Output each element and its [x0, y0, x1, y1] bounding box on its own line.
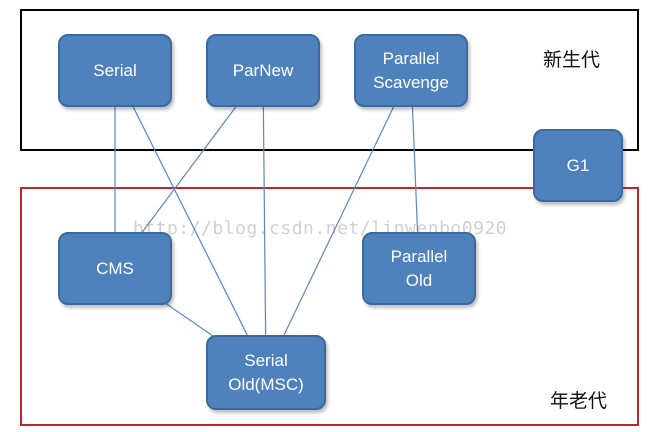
serial-old-label: Serial Old(MSC) [228, 350, 304, 394]
cms-label: CMS [96, 258, 134, 278]
parnew-label: ParNew [232, 60, 294, 80]
serial-node: Serial [58, 34, 172, 107]
serial-label: Serial [93, 60, 137, 80]
young-generation-label: 新生代 [543, 49, 601, 71]
old-generation-region [20, 187, 639, 426]
connector-parnew-serial_old [262, 70, 267, 373]
parallel-scavenge-label: Parallel Scavenge [373, 48, 449, 92]
parallel-scavenge-node: Parallel Scavenge [354, 34, 468, 107]
g1-node: G1 [533, 129, 623, 202]
parallel-old-label: Parallel Old [390, 246, 448, 290]
parnew-node: ParNew [206, 34, 320, 107]
young-generation-region [20, 9, 639, 151]
old-generation-label: 年老代 [550, 390, 608, 412]
g1-label: G1 [566, 155, 590, 175]
cms-node: CMS [58, 232, 172, 305]
parallel-old-node: Parallel Old [362, 232, 476, 305]
serial-old-node: Serial Old(MSC) [206, 335, 326, 410]
connector-parallel_scavenge-serial_old [265, 70, 412, 373]
connector-serial-serial_old [114, 70, 267, 373]
